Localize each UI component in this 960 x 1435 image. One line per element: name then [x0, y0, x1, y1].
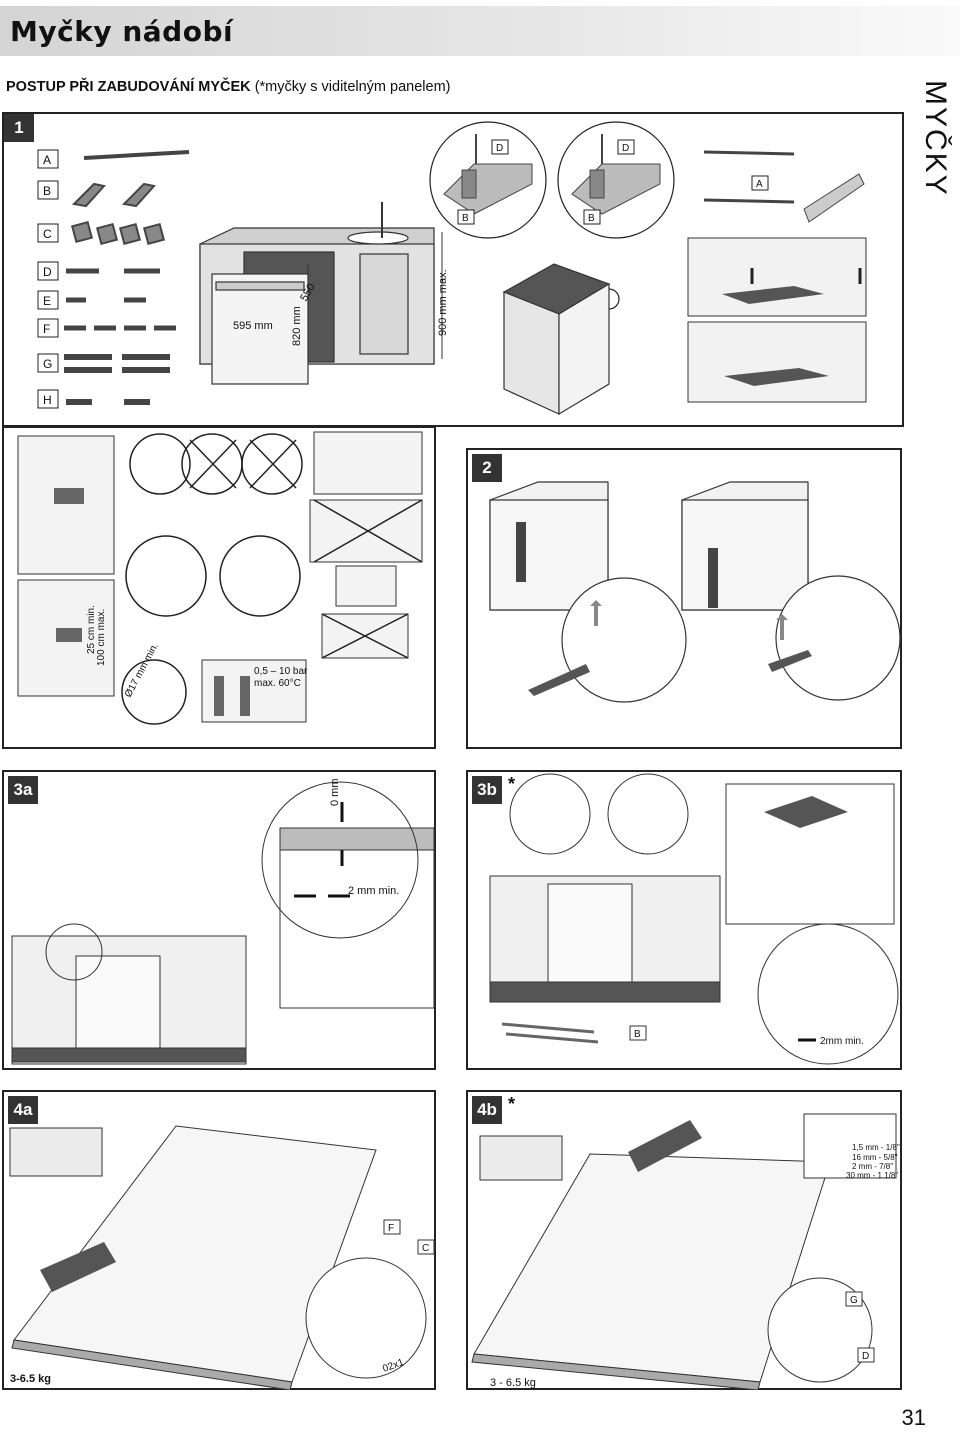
panel-badge: 4a [8, 1096, 38, 1124]
panel-badge: 1 [4, 114, 34, 142]
panel-3a: 3a 0 mm 2 mm min. [2, 770, 436, 1070]
part-c-4a: C [422, 1243, 429, 1254]
part-e-label: E [43, 294, 51, 308]
part-b-label: B [43, 184, 51, 198]
side-label-text: MYČKY [919, 80, 952, 197]
scale-3: 2 mm - 7/8" [852, 1162, 893, 1171]
panel-4b: 4b * G D 1,5 mm - 1/8" 16 mm - 5/8" 2 mm… [466, 1090, 902, 1390]
panel-3a-illustration: 0 mm 2 mm min. [11, 779, 435, 1065]
water-pressure: 0,5 – 10 bar [254, 666, 308, 677]
callout-b-2: B [588, 213, 595, 224]
panel-3b-illustration: B 2mm min. [489, 773, 899, 1065]
part-b-3b: B [634, 1029, 641, 1040]
subtitle-note: (*myčky s viditelným panelem) [254, 79, 451, 95]
header-bar: Myčky nádobí [0, 6, 960, 56]
drain-max: 100 cm max. [96, 609, 107, 666]
weight-4b: 3 - 6.5 kg [490, 1377, 536, 1389]
part-f-label: F [43, 322, 50, 336]
scale-2: 16 mm - 5/8" [852, 1153, 898, 1162]
page-number: 31 [901, 1405, 926, 1430]
side-label: MYČKY [918, 80, 958, 210]
panel-2: 2 [466, 448, 902, 749]
part-g-label: G [43, 357, 52, 371]
panel-1: 1 A B C D E F G H [2, 112, 904, 427]
dim-max: 900 mm max. [437, 269, 449, 336]
dim-height: 820 mm [291, 306, 303, 346]
panel-badge: 2 [472, 454, 502, 482]
visible-panel-asterisk: * [508, 774, 516, 794]
part-d-4b: D [862, 1351, 869, 1362]
section-subtitle: POSTUP PŘI ZABUDOVÁNÍ MYČEK (*myčky s vi… [6, 79, 451, 95]
water-temp: max. 60°C [254, 678, 301, 689]
panel-1-illustration: A B C D E F G H [37, 121, 867, 416]
part-f-4a: F [388, 1223, 394, 1234]
gap-3b: 2mm min. [820, 1036, 864, 1047]
panel-badge: 3a [8, 776, 38, 804]
panel-2-illustration [489, 481, 901, 703]
panel-4a-illustration: F C 02x1 3-6.5 kg [9, 1125, 435, 1390]
scale-4: 30 mm - 1 1/8" [846, 1171, 898, 1180]
part-a-label: A [43, 153, 51, 167]
panel-3b: 3b * B 2mm min. [466, 770, 902, 1070]
connections-illustration: 25 cm min. 100 cm max. Ø17 mm min. 0,5 –… [17, 431, 423, 725]
part-d-label: D [43, 265, 52, 279]
panel-4a: 4a F C 02x1 3-6.5 kg [2, 1090, 436, 1390]
panel-badge: 4b [472, 1096, 502, 1124]
callout-a: A [756, 179, 763, 190]
panel-badge: 3b [472, 776, 502, 804]
weight-4a: 3-6.5 kg [10, 1373, 51, 1385]
callout-d-2: D [622, 143, 629, 154]
drain-min: 25 cm min. [86, 605, 97, 654]
panel-4b-illustration: G D 1,5 mm - 1/8" 16 mm - 5/8" 2 mm - 7/… [471, 1113, 900, 1390]
gap-side: 2 mm min. [348, 885, 399, 897]
callout-d-1: D [496, 143, 503, 154]
scale-1: 1,5 mm - 1/8" [852, 1143, 900, 1152]
part-h-label: H [43, 393, 52, 407]
part-c-label: C [43, 227, 52, 241]
visible-panel-asterisk: * [508, 1094, 516, 1114]
panel-connections: 25 cm min. 100 cm max. Ø17 mm min. 0,5 –… [2, 426, 436, 749]
page-title: Myčky nádobí [10, 15, 234, 48]
gap-top: 0 mm [329, 779, 341, 807]
hose-diameter: Ø17 mm min. [123, 641, 161, 699]
dim-width: 595 mm [233, 320, 273, 332]
callout-b-1: B [462, 213, 469, 224]
part-g-4b: G [850, 1295, 858, 1306]
subtitle-bold: POSTUP PŘI ZABUDOVÁNÍ MYČEK [6, 79, 251, 95]
